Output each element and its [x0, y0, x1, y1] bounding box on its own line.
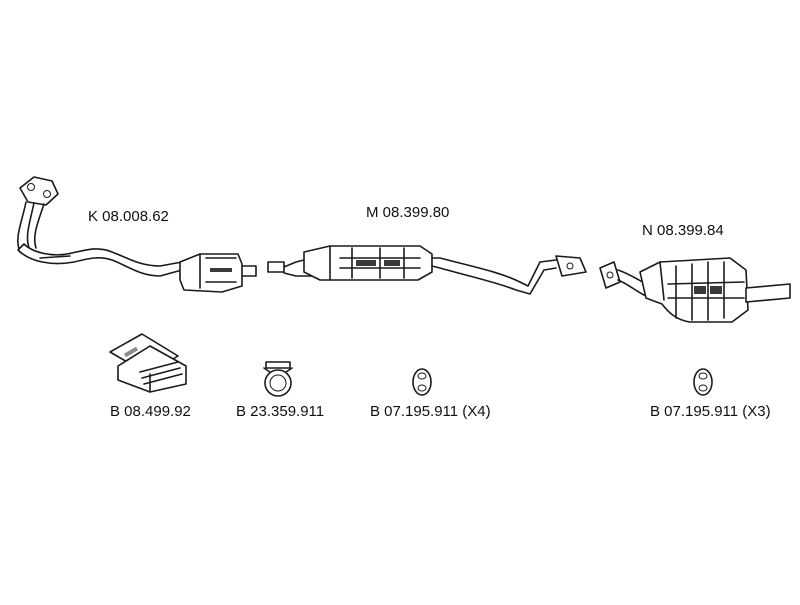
- front-pipe-label: K 08.008.62: [88, 208, 169, 225]
- rubber-mount-a-drawing: [412, 368, 432, 396]
- mounting-kit-drawing: [109, 333, 187, 393]
- rear-silencer-drawing: [599, 257, 791, 323]
- rubber-mount-a-label: B 07.195.911 (X4): [370, 403, 491, 420]
- front-pipe-drawing: [17, 176, 257, 293]
- middle-silencer-label: M 08.399.80: [366, 204, 450, 221]
- rubber-mount-b-drawing: [693, 368, 713, 396]
- middle-silencer-drawing: [267, 245, 587, 295]
- clamp-drawing: [263, 361, 293, 397]
- clamp-label: B 23.359.911: [236, 403, 325, 420]
- mounting-kit-label: B 08.499.92: [110, 403, 191, 420]
- rear-silencer-label: N 08.399.84: [642, 222, 724, 239]
- rubber-mount-b-label: B 07.195.911 (X3): [650, 403, 771, 420]
